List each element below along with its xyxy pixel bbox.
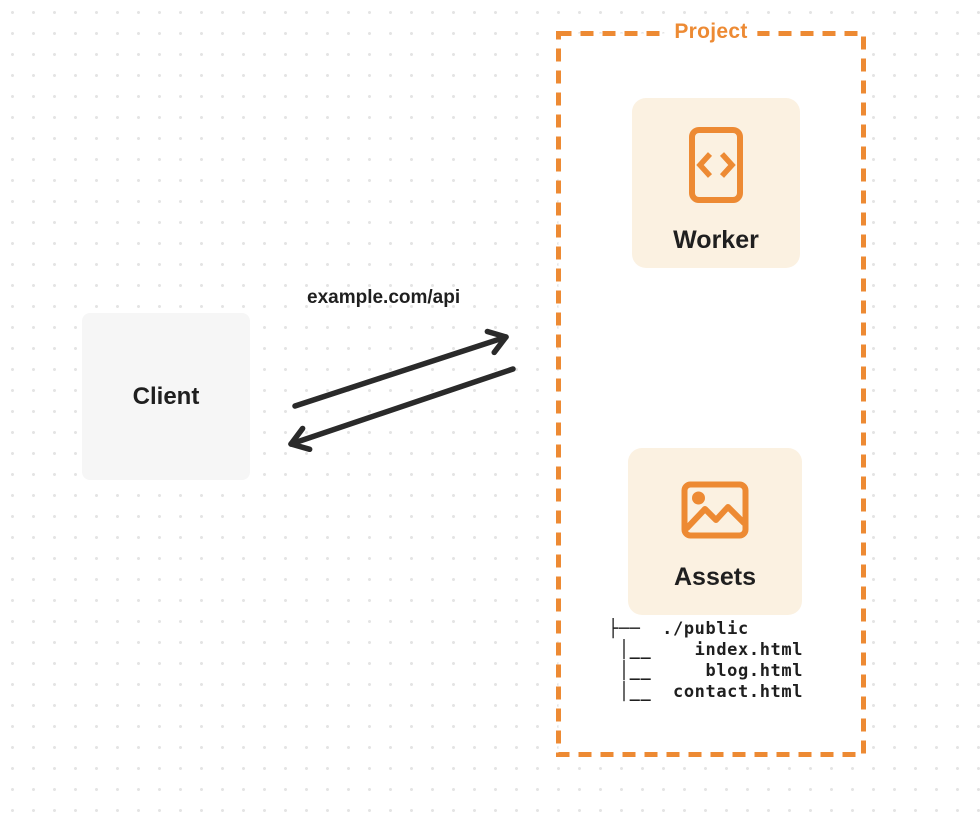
image-icon [681, 481, 749, 539]
file-tree-line: ├── ./public [608, 619, 749, 639]
assets-node: Assets [628, 448, 802, 615]
project-label: Project [664, 20, 758, 44]
file-tree-line: │__ contact.html [608, 682, 804, 702]
client-label: Client [132, 382, 200, 410]
assets-label: Assets [674, 563, 756, 591]
file-tree-line: │__ blog.html [608, 661, 804, 681]
request-arrow [292, 328, 509, 409]
image-icon-sun [692, 491, 705, 505]
file-tree: ├── ./public │__ index.html │__ blog.htm… [608, 619, 803, 703]
worker-node: Worker [632, 98, 800, 268]
file-tree-line: │__ index.html [608, 640, 804, 660]
response-arrow [288, 366, 516, 453]
request-url-label: example.com/api [307, 287, 461, 308]
worker-label: Worker [673, 226, 759, 254]
client-node: Client [82, 313, 250, 480]
code-document-icon [689, 127, 743, 203]
